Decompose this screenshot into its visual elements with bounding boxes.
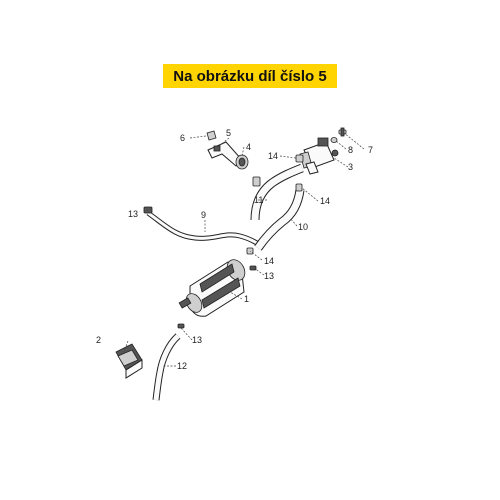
- callout-11: 11: [254, 195, 263, 205]
- callout-6: 6: [180, 133, 185, 143]
- callout-2: 2: [96, 335, 101, 345]
- callout-14-lower: 14: [264, 256, 274, 266]
- callout-13-mid: 13: [264, 271, 274, 281]
- clip-14-right: [295, 183, 303, 192]
- clip-6: [206, 130, 217, 141]
- callout-13-lower: 13: [192, 335, 202, 345]
- callout-14-upper: 14: [268, 151, 278, 161]
- callout-4: 4: [246, 142, 251, 152]
- callout-9: 9: [201, 210, 206, 220]
- bracket-5: [207, 141, 243, 167]
- clip-13-mid: [249, 265, 257, 271]
- callout-12: 12: [177, 361, 187, 371]
- clip-14-left: [252, 176, 261, 187]
- callout-13-left: 13: [128, 209, 138, 219]
- washer-8: [330, 137, 338, 143]
- leader-lines: [123, 132, 365, 367]
- canister-1: [178, 259, 246, 317]
- screw-7: [338, 127, 347, 137]
- clamp-2: [115, 343, 143, 379]
- clip-13-lower: [177, 323, 185, 329]
- highlight-banner: Na obrázku díl číslo 5: [163, 64, 337, 88]
- grommet-4: [235, 154, 249, 170]
- callout-14-right: 14: [320, 196, 330, 206]
- callout-5: 5: [226, 128, 231, 138]
- clip-14-upper: [295, 154, 304, 163]
- callout-3: 3: [348, 162, 353, 172]
- callout-10: 10: [298, 222, 308, 232]
- callout-7: 7: [368, 145, 373, 155]
- valve-3: [299, 137, 339, 175]
- callout-1: 1: [244, 294, 249, 304]
- callout-8: 8: [348, 145, 353, 155]
